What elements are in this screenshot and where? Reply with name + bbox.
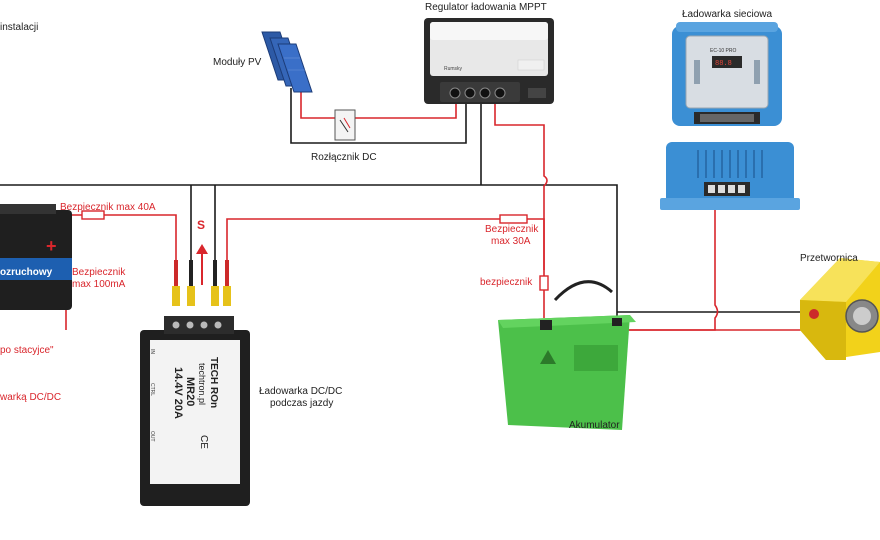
ignition-label: po stacyjce" xyxy=(0,345,54,356)
fuse30-label-line1: Bezpiecznik xyxy=(485,224,539,235)
fuse100-label-line2: max 100mA xyxy=(72,279,126,290)
fuse-plain-label: bezpiecznik xyxy=(480,277,533,288)
starter-plus-sign: + xyxy=(46,236,57,256)
fuse100-label-line1: Bezpiecznik xyxy=(72,267,126,278)
dcdc-label-line2: podczas jazdy xyxy=(270,398,334,409)
dcdc-partial-label: warką DC/DC xyxy=(0,392,62,403)
charger-model-text: EC-10 PRO xyxy=(710,48,737,54)
dcswitch-to-mppt xyxy=(355,104,457,119)
dc-switch-label: Rozłącznik DC xyxy=(311,152,377,163)
mppt-label: Regulator ładowania MPPT xyxy=(425,2,547,13)
installation-label: instalacji xyxy=(0,22,39,33)
dcdc-out-text: OUT xyxy=(149,431,155,442)
dcdc-site-text: techtron.pl xyxy=(197,363,207,405)
inverter xyxy=(800,258,880,360)
fuse-30a xyxy=(499,214,528,224)
dcdc-label-line1: Ładowarka DC/DC xyxy=(259,386,343,397)
mains-charger: EC-10 PRO 88.8 xyxy=(672,22,782,126)
starter-battery: + xyxy=(0,204,72,310)
service-battery xyxy=(498,280,636,430)
dcdc-brand-text: TECH ROn xyxy=(208,357,219,408)
starter-battery-label: ozruchowy xyxy=(0,267,53,278)
fuses xyxy=(61,210,549,291)
fuse-battery xyxy=(539,275,549,291)
dcdc-charger: TECH ROn techtron.pl MR20 14.4V 20A CE I… xyxy=(140,244,250,506)
mppt-positive xyxy=(494,104,548,276)
mppt-regulator: Rumsky xyxy=(424,18,554,104)
pv-positive xyxy=(300,88,337,119)
fuse30-label-line2: max 30A xyxy=(491,236,531,247)
pv-label: Moduły PV xyxy=(213,57,262,68)
fuse-40a xyxy=(81,210,105,220)
dcdc-rating-text: 14.4V 20A xyxy=(172,367,184,419)
pv-modules xyxy=(261,31,313,93)
pv-negative xyxy=(290,88,467,144)
dcdc-ctrl-text: CTRL xyxy=(149,383,155,396)
svg-text:88.8: 88.8 xyxy=(715,60,732,68)
charger-label: Ładowarka sieciowa xyxy=(682,9,773,20)
s-signal-label: S xyxy=(197,218,206,232)
dcdc-in-text: IN xyxy=(149,349,155,354)
mains-charger-bottom xyxy=(660,142,800,210)
dcdc-ce-text: CE xyxy=(198,435,209,449)
mppt-brand-text: Rumsky xyxy=(444,66,463,72)
main-negative-bus xyxy=(0,184,618,320)
battery-label: Akumulator xyxy=(569,420,620,431)
fuse40-label: Bezpiecznik max 40A xyxy=(60,202,156,213)
dcdc-model-text: MR20 xyxy=(184,377,196,406)
inverter-label: Przetwornica xyxy=(800,253,858,264)
starter-positive-to-dcdc xyxy=(72,214,177,305)
charger-positive xyxy=(548,196,719,331)
black-wires xyxy=(0,88,800,320)
dc-switch xyxy=(334,109,356,141)
